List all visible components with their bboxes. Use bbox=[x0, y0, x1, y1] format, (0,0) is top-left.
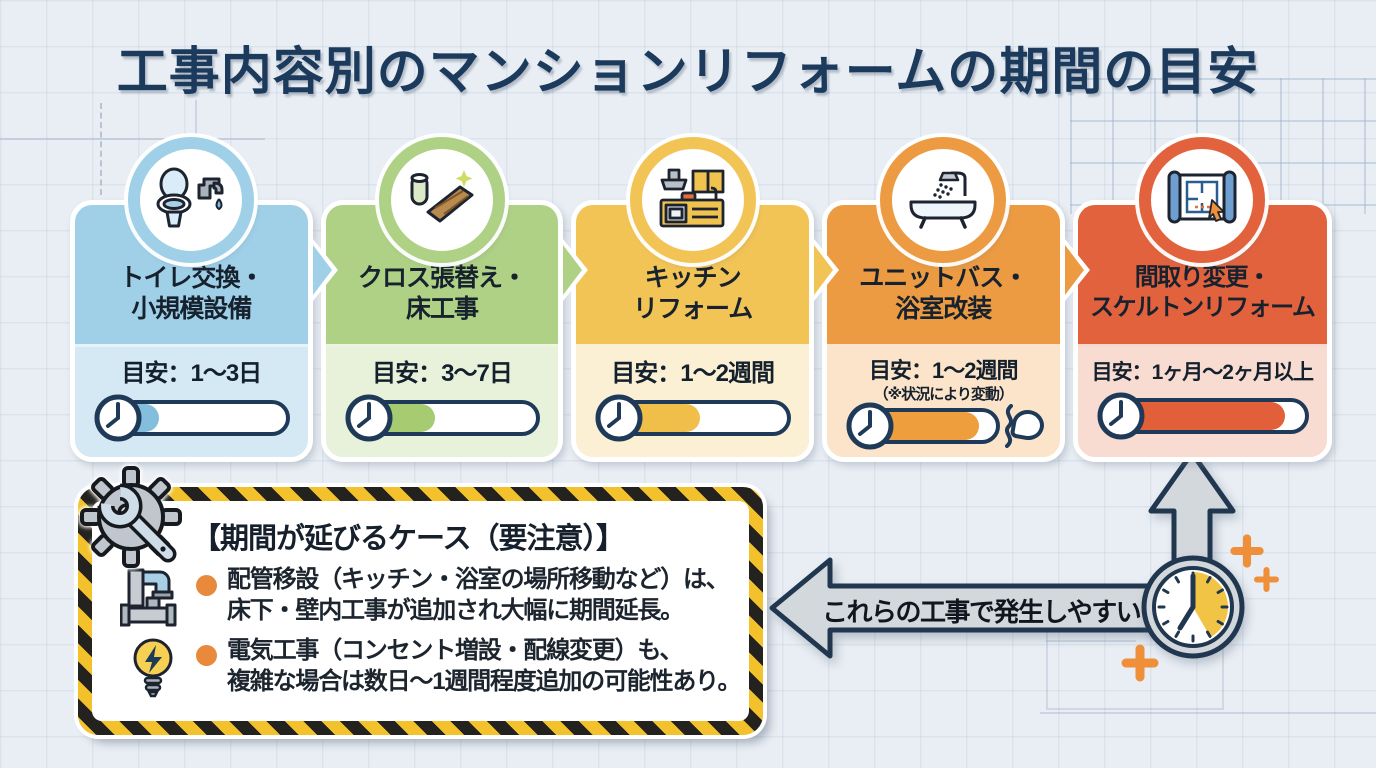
card-title-line2: リフォーム bbox=[633, 295, 753, 324]
progress-bar bbox=[595, 394, 791, 442]
blueprint-line bbox=[1040, 712, 1376, 714]
bullet-dot bbox=[196, 575, 217, 596]
plus-icon bbox=[1254, 567, 1279, 592]
progress-bar bbox=[94, 394, 290, 442]
card-title-line1: ユニットバス・ bbox=[859, 264, 1028, 292]
duration-label: 目安：3〜7日 bbox=[372, 360, 513, 387]
card-kitchen: キッチン リフォーム 目安：1〜2週間 bbox=[571, 137, 839, 462]
blueprint-line bbox=[1046, 640, 1136, 642]
progress-bar bbox=[345, 394, 541, 442]
clock-icon bbox=[1097, 392, 1145, 440]
card-skeleton: 間取り変更・ スケルトンリフォーム 目安：1ヶ月〜2ヶ月以上 bbox=[1072, 137, 1332, 462]
card-title-line1: クロス張替え・ bbox=[357, 264, 527, 292]
duration-label: 目安：1〜2週間 bbox=[611, 360, 775, 387]
blueprint-line bbox=[195, 100, 197, 146]
card-title-line1: 間取り変更・ bbox=[1134, 264, 1272, 291]
card-title-line2: スケルトンリフォーム bbox=[1090, 294, 1316, 321]
clock-highlight-icon bbox=[1141, 555, 1245, 659]
gear-wrench-icon bbox=[80, 466, 184, 577]
blueprint-line bbox=[100, 103, 102, 195]
toilet-faucet-icon bbox=[128, 137, 255, 263]
warning-item: 電気工事（コンセント増設・配線変更）も、 複雑な場合は数日〜1週間程度追加の可能… bbox=[120, 635, 741, 699]
warning-item-text: 配管移設（キッチン・浴室の場所移動など）は、 床下・壁内工事が追加され大幅に期間… bbox=[227, 566, 730, 624]
page-title: 工事内容別のマンションリフォームの期間の目安 bbox=[116, 43, 1260, 100]
card-title-line1: トイレ交換・ bbox=[119, 264, 264, 292]
card-title-line2: 浴室改装 bbox=[895, 295, 992, 324]
duration-note: （※状況により変動） bbox=[873, 386, 1014, 403]
card-bath: ユニットバス・ 浴室改装 目安：1〜2週間 （※状況により変動） bbox=[821, 137, 1090, 462]
duration-label: 目安：1〜3日 bbox=[121, 360, 262, 387]
plus-icon bbox=[1121, 644, 1159, 682]
wallpaper-floor-icon bbox=[378, 137, 505, 263]
lightbulb-icon bbox=[120, 635, 186, 699]
card-wallpaper-floor: クロス張替え・ 床工事 目安：3〜7日 bbox=[320, 137, 589, 462]
cards-row: トイレ交換・ 小規模設備 目安：1〜3日 bbox=[70, 137, 1332, 462]
progress-bar bbox=[1097, 392, 1309, 440]
card-title-line2: 小規模設備 bbox=[131, 295, 252, 324]
clock-icon bbox=[846, 402, 894, 450]
clock-icon bbox=[595, 394, 643, 442]
warning-item-text: 電気工事（コンセント増設・配線変更）も、 複雑な場合は数日〜1週間程度追加の可能… bbox=[227, 637, 741, 695]
blueprint-line bbox=[0, 138, 265, 140]
card-toilet: トイレ交換・ 小規模設備 目安：1〜3日 bbox=[70, 137, 338, 462]
bathtub-shower-icon bbox=[880, 137, 1007, 263]
clock-icon bbox=[345, 394, 393, 442]
card-title-line2: 床工事 bbox=[405, 295, 479, 324]
warning-title: 【期間が延びるケース（要注意）】 bbox=[192, 523, 625, 555]
plus-icon bbox=[1230, 534, 1264, 568]
bar-break-squiggle bbox=[1004, 404, 1013, 448]
kitchen-icon bbox=[629, 137, 756, 263]
duration-label: 目安：1ヶ月〜2ヶ月以上 bbox=[1091, 361, 1314, 384]
clock-icon bbox=[94, 394, 142, 442]
bullet-dot bbox=[196, 645, 217, 666]
progress-bar bbox=[846, 402, 1046, 450]
callout-label: これらの工事で発生しやすい bbox=[822, 597, 1142, 627]
warning-item: 配管移設（キッチン・浴室の場所移動など）は、 床下・壁内工事が追加され大幅に期間… bbox=[120, 565, 739, 627]
duration-label: 目安：1〜2週間 bbox=[869, 358, 1018, 383]
card-title-line1: キッチン bbox=[644, 264, 742, 292]
pipe-icon bbox=[120, 565, 186, 627]
warning-box: 【期間が延びるケース（要注意）】 bbox=[78, 487, 763, 735]
blueprint-floorplan-icon bbox=[1139, 137, 1266, 263]
up-arrow bbox=[1148, 450, 1236, 569]
